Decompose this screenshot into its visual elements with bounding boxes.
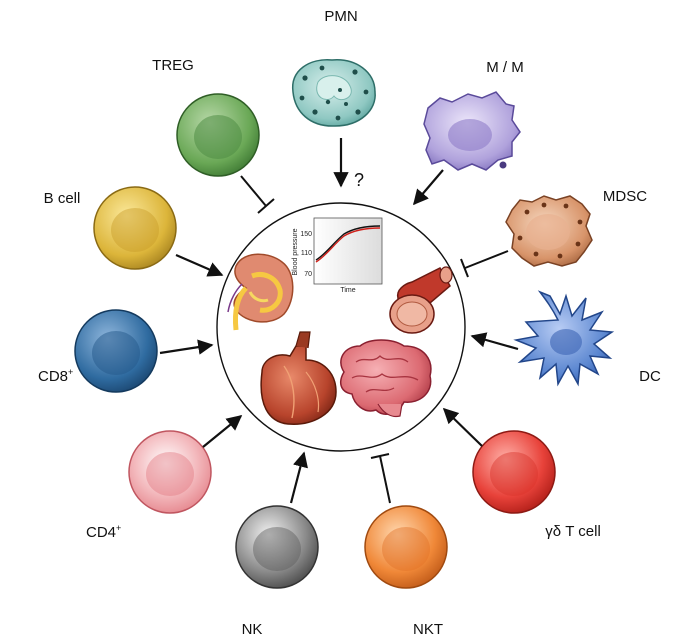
- b-cell: [93, 186, 177, 270]
- inhibit-mdsc: [460, 250, 509, 278]
- ytick-150: 150: [300, 231, 312, 238]
- pmn-cell: [292, 59, 376, 127]
- macrophage-cell: [423, 91, 521, 171]
- label-cd8: CD8+: [38, 367, 73, 385]
- inhibit-nkt: [370, 453, 391, 504]
- label-dc: DC: [639, 368, 661, 385]
- label-mm: M / M: [486, 59, 524, 76]
- treg-cell: [176, 93, 260, 177]
- cd4-cell: [128, 430, 212, 514]
- gamma-delta-t-cell: [472, 430, 556, 514]
- mdsc-cell: [505, 195, 593, 267]
- inhibit-treg: [240, 175, 275, 214]
- heart-illustration: [260, 331, 337, 425]
- label-cd4: CD4+: [86, 523, 121, 541]
- blood-vessel-illustration: [389, 266, 453, 334]
- ytick-110: 110: [301, 250, 312, 257]
- arrow-nk: [289, 451, 308, 504]
- bp-curve-black: [315, 225, 381, 261]
- nkt-cell: [364, 505, 448, 589]
- label-nk: NK: [242, 621, 263, 638]
- arrow-cd8: [159, 339, 214, 355]
- dc-cell: [513, 290, 615, 387]
- x-axis-label: Time: [340, 287, 355, 294]
- label-treg: TREG: [152, 57, 194, 74]
- arrow-cd4: [202, 415, 243, 448]
- bp-curve-red: [315, 227, 381, 263]
- pmn-question-mark: ?: [354, 170, 364, 190]
- arrow-gdt: [442, 407, 483, 447]
- arrow-dc: [470, 332, 519, 351]
- cd8-cell: [74, 309, 158, 393]
- arrow-mm: [413, 169, 444, 206]
- label-bcell: B cell: [44, 190, 81, 207]
- brain-illustration: [339, 339, 432, 418]
- y-axis-label: Blood pressure: [292, 228, 299, 275]
- blood-pressure-chart: 150 110 70 Time Blood pressure: [292, 217, 383, 294]
- label-nkt: NKT: [413, 621, 443, 638]
- nk-cell: [235, 505, 319, 589]
- label-gamma-delta-t: γδ T cell: [545, 523, 601, 540]
- label-pmn: PMN: [324, 8, 357, 25]
- label-mdsc: MDSC: [603, 188, 647, 205]
- kidney-illustration: [227, 253, 294, 331]
- ytick-70: 70: [304, 271, 312, 278]
- arrow-bcell: [175, 253, 224, 277]
